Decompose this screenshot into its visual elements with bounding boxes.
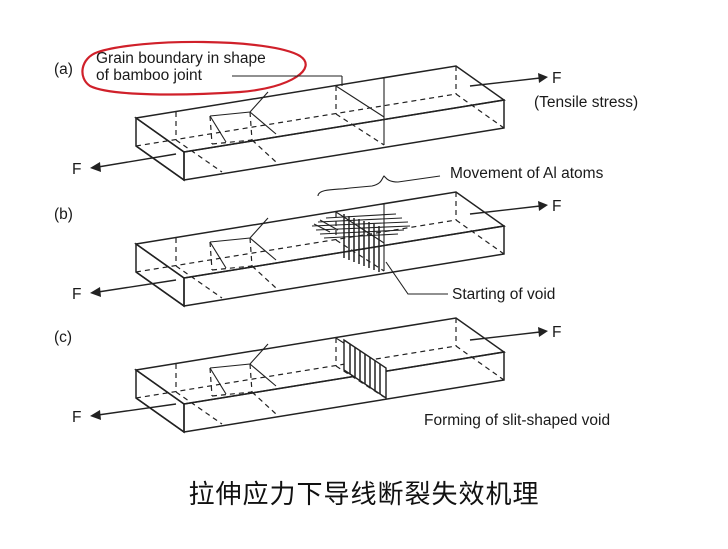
al-atom-movement-hatch [311,213,411,272]
panel-a-force-left-arrow [97,153,177,168]
panel-a-force-right-note: (Tensile stress) [534,94,638,111]
panel-a-force-left: F [72,161,81,178]
panel-a-force-right: F [552,70,561,87]
panel-c-force-right: F [552,324,561,341]
figure-caption: 拉伸应力下导线断裂失效机理 [188,480,540,510]
label-starting-void: Starting of void [452,286,555,303]
highlight-ellipse [81,40,307,96]
panel-b-conductor [134,191,506,308]
movement-bracket [317,175,441,197]
void-start-leader [385,261,448,295]
slit-shaped-void [343,338,387,400]
panel-c-force-left: F [72,409,81,426]
panel-c: (c) [54,317,610,434]
panel-c-conductor [134,317,506,434]
panel-b-force-left-arrow [97,279,177,293]
panel-b: (b) Movement of Al atoms [54,165,604,308]
label-slit-shaped-void: Forming of slit-shaped void [424,412,610,429]
panel-c-force-left-arrow [97,403,177,416]
panel-b-tag: (b) [54,206,73,223]
panel-c-force-right-arrow [469,331,541,341]
panel-c-tag: (c) [54,329,72,346]
panel-b-force-right-arrow [469,205,541,215]
panel-a-tag: (a) [54,61,73,78]
panel-a-force-right-arrow [469,77,541,87]
panel-b-force-right: F [552,198,561,215]
panel-a-conductor [134,65,506,182]
label-movement-al-atoms: Movement of Al atoms [450,165,604,182]
panel-a: (a) Grain boundary in shape of bamboo jo… [54,40,638,182]
panel-a-annotation-line2: of bamboo joint [96,67,203,84]
panel-b-force-left: F [72,286,81,303]
panel-a-annotation-line1: Grain boundary in shape [96,50,266,67]
